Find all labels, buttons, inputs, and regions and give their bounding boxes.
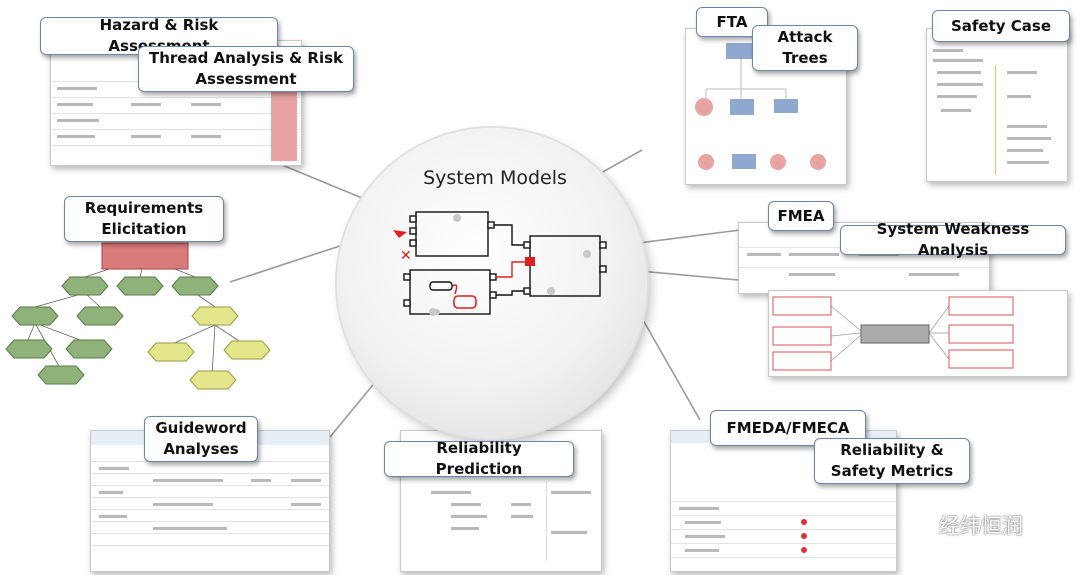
label-thread-analysis: Thread Analysis & Risk Assessment bbox=[138, 46, 354, 92]
red-arrow-icon bbox=[393, 230, 407, 238]
label-reliability-prediction: Reliability Prediction bbox=[384, 439, 574, 478]
wechat-icon bbox=[903, 514, 932, 535]
label-system-weakness: System Weakness Analysis bbox=[840, 220, 1066, 259]
weakness-diagram-thumbnail bbox=[768, 290, 1068, 377]
system-models-title: System Models bbox=[423, 167, 567, 189]
label-safety-case: Safety Case bbox=[932, 10, 1070, 42]
fta-mini-tree bbox=[695, 43, 826, 170]
watermark-text: 经纬恒润 bbox=[939, 514, 1023, 538]
label-reliability-safety-metrics: Reliability & Safety Metrics bbox=[814, 438, 970, 484]
system-models-circle bbox=[337, 128, 647, 438]
weakness-mini-graph bbox=[772, 296, 1014, 371]
label-guideword: Guideword Analyses bbox=[144, 416, 258, 462]
label-requirements: Requirements Elicitation bbox=[64, 196, 224, 242]
label-attack-trees: Attack Trees bbox=[752, 25, 858, 71]
red-x-icon: ✕ bbox=[400, 248, 412, 264]
requirements-tree bbox=[5, 242, 271, 390]
label-fmea: FMEA bbox=[768, 201, 834, 231]
system-block-diagram: ✕ bbox=[393, 211, 607, 316]
safety-case-thumbnail bbox=[926, 28, 1068, 182]
red-port-icon bbox=[525, 257, 535, 266]
watermark: 经纬恒润 bbox=[903, 510, 1023, 540]
